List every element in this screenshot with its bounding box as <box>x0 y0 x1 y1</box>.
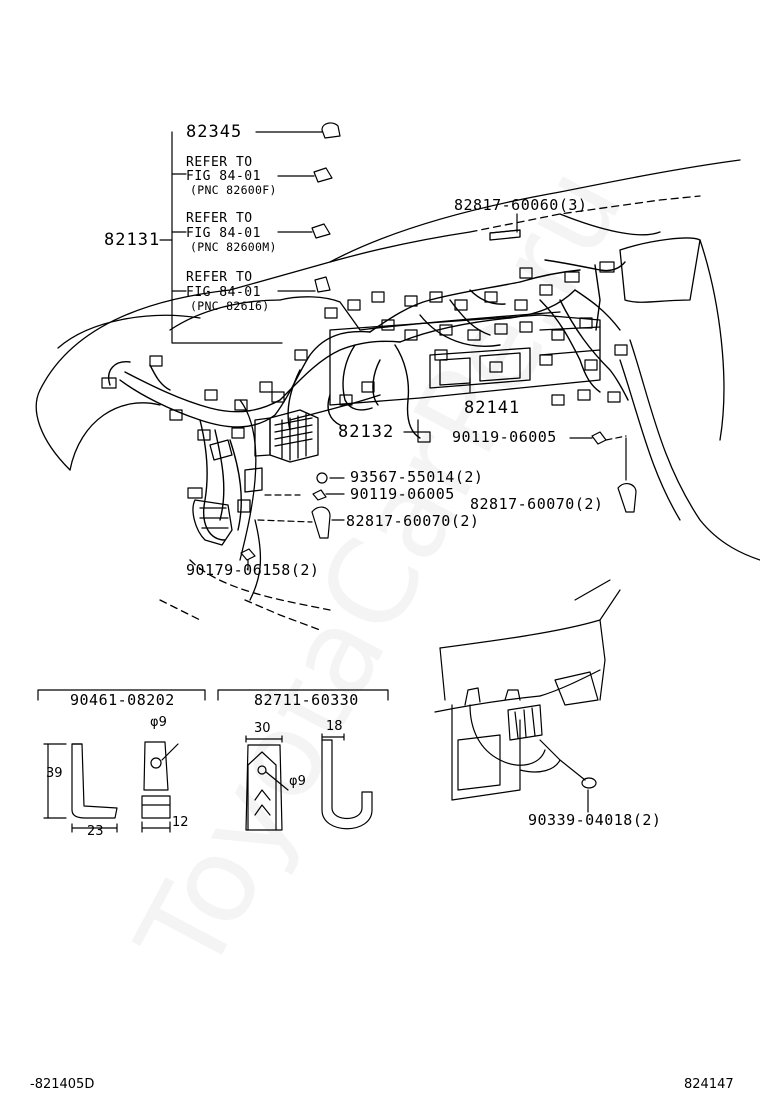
detail-b-hole: φ9 <box>289 774 306 789</box>
footer-code-right: 824147 <box>684 1077 734 1092</box>
part-number-82817-60070-right: 82817-60070(2) <box>470 495 604 513</box>
refer-2-line2: FIG 84-01 <box>186 226 261 241</box>
junction-block <box>192 409 319 546</box>
refer-2-line3: (PNC 82600M) <box>190 240 277 254</box>
refer-1-line1: REFER TO <box>186 155 253 170</box>
connectors <box>101 261 628 499</box>
part-number-82817-60060: 82817-60060(3) <box>454 196 588 214</box>
detail-a-width: 23 <box>87 824 104 839</box>
part-number-90119-06005-left: 90119-06005 <box>350 485 455 503</box>
inset-detail-view <box>434 579 621 801</box>
clip-detail-a <box>37 689 206 833</box>
refer-3-line2: FIG 84-01 <box>186 285 261 300</box>
leader-lines <box>159 131 627 813</box>
detail-a-height: 39 <box>46 766 63 781</box>
refer-3-line3: (PNC 82616) <box>190 299 270 313</box>
refer-3-line1: REFER TO <box>186 270 253 285</box>
part-number-90339-04018: 90339-04018(2) <box>528 811 662 829</box>
refer-1-line2: FIG 84-01 <box>186 169 261 184</box>
part-number-82345: 82345 <box>186 122 243 142</box>
part-number-82131: 82131 <box>104 230 161 250</box>
detail-b-part-number: 82711-60330 <box>254 691 359 709</box>
wire-harness <box>108 259 629 541</box>
clip-detail-b <box>217 689 389 831</box>
detail-a-hole: φ9 <box>150 715 167 730</box>
refer-1-line3: (PNC 82600F) <box>190 183 277 197</box>
detail-a-thickness: 12 <box>172 815 189 830</box>
clip-parts <box>240 122 637 789</box>
dashboard-panel <box>329 229 601 406</box>
detail-a-part-number: 90461-08202 <box>70 691 175 709</box>
footer-code-left: -821405D <box>30 1077 95 1092</box>
part-number-82817-60070-left: 82817-60070(2) <box>346 512 480 530</box>
part-number-82141: 82141 <box>464 398 521 418</box>
part-number-90179-06158: 90179-06158(2) <box>186 561 320 579</box>
detail-b-depth: 18 <box>326 719 343 734</box>
part-number-82132: 82132 <box>338 422 395 442</box>
detail-b-width: 30 <box>254 721 271 736</box>
part-number-90119-06005-right: 90119-06005 <box>452 428 557 446</box>
part-number-93567-55014: 93567-55014(2) <box>350 468 484 486</box>
refer-2-line1: REFER TO <box>186 211 253 226</box>
